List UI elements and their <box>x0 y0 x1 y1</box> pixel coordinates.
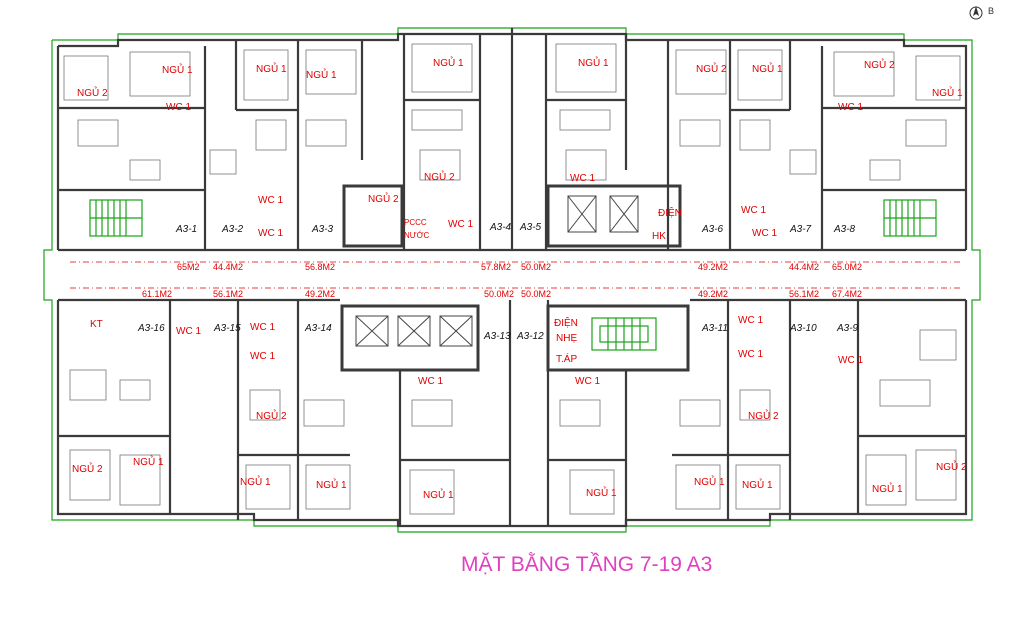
room-wc: WC 1 <box>575 376 600 387</box>
room-hk: HK <box>652 231 666 242</box>
unit-a3-5: A3-5 <box>519 222 542 233</box>
unit-a3-11: A3-11 <box>701 323 728 334</box>
plan-title: MẶT BẰNG TẦNG 7-19 A3 <box>461 553 713 576</box>
furniture <box>63 43 961 515</box>
area-a3-10: 56.1M2 <box>789 289 819 299</box>
room-bedroom-2: NGỦ 2 <box>72 462 103 475</box>
room-wc: WC 1 <box>570 173 595 184</box>
area-a3-3: 56.8M2 <box>305 262 335 272</box>
unit-a3-13: A3-13 <box>483 331 511 342</box>
unit-a3-3: A3-3 <box>311 224 334 235</box>
room-electrical: ĐIỆN <box>658 206 682 219</box>
room-labels-bottom: KT WC 1 WC 1 WC 1 NGỦ 2 WC 1 ĐIỆN NHẸ T.… <box>72 315 967 501</box>
core-shafts <box>340 184 690 372</box>
room-bedroom-2: NGỦ 2 <box>368 192 399 205</box>
area-a3-5: 50.0M2 <box>521 262 551 272</box>
room-kt: KT <box>90 319 103 330</box>
area-a3-12: 50.0M2 <box>521 289 551 299</box>
area-a3-15: 56.1M2 <box>213 289 243 299</box>
area-a3-14: 49.2M2 <box>305 289 335 299</box>
room-bedroom-1: NGỦ 1 <box>742 478 773 491</box>
room-bedroom-1: NGỦ 1 <box>578 56 609 69</box>
area-labels: 65M2 44.4M2 56.8M2 57.8M2 50.0M2 49.2M2 … <box>142 262 862 299</box>
walls <box>56 28 968 528</box>
area-a3-2: 44.4M2 <box>213 262 243 272</box>
room-wc: WC 1 <box>258 228 283 239</box>
unit-a3-8: A3-8 <box>833 224 856 235</box>
room-wc: WC 1 <box>176 326 201 337</box>
room-electrical-low: NHẸ <box>556 333 577 344</box>
room-bedroom-2: NGỦ 2 <box>424 170 455 183</box>
room-wc: WC 1 <box>258 195 283 206</box>
area-a3-8: 65.0M2 <box>832 262 862 272</box>
room-pressure: T.ÁP <box>556 352 577 365</box>
room-pccc: PCCC <box>404 218 427 227</box>
unit-a3-12: A3-12 <box>516 331 544 342</box>
room-labels-top: NGỦ 2 NGỦ 1 WC 1 NGỦ 1 NGỦ 1 WC 1 WC 1 N… <box>77 56 963 242</box>
area-a3-11: 49.2M2 <box>698 289 728 299</box>
unit-a3-4: A3-4 <box>489 222 512 233</box>
area-a3-13: 50.0M2 <box>484 289 514 299</box>
room-wc: WC 1 <box>738 315 763 326</box>
area-a3-1: 65M2 <box>177 262 200 272</box>
room-bedroom-1: NGỦ 1 <box>162 63 193 76</box>
room-wc: WC 1 <box>250 351 275 362</box>
room-bedroom-1: NGỦ 1 <box>872 482 903 495</box>
unit-a3-1: A3-1 <box>175 224 197 235</box>
area-a3-9: 67.4M2 <box>832 289 862 299</box>
room-bedroom-1: NGỦ 1 <box>256 62 287 75</box>
unit-a3-9: A3-9 <box>836 323 859 334</box>
room-wc: WC 1 <box>448 219 473 230</box>
room-bedroom-1: NGỦ 1 <box>433 56 464 69</box>
room-bedroom-2: NGỦ 2 <box>864 58 895 71</box>
area-a3-6: 49.2M2 <box>698 262 728 272</box>
room-wc: WC 1 <box>752 228 777 239</box>
unit-labels: A3-1 A3-2 A3-3 A3-4 A3-5 A3-6 A3-7 A3-8 … <box>137 222 859 342</box>
room-wc: WC 1 <box>418 376 443 387</box>
compass-icon: B <box>968 3 1008 23</box>
room-bedroom-1: NGỦ 1 <box>240 475 271 488</box>
elevator-cars <box>355 195 639 347</box>
room-bedroom-2: NGỦ 2 <box>696 62 727 75</box>
room-wc: WC 1 <box>166 102 191 113</box>
room-bedroom-1: NGỦ 1 <box>932 86 963 99</box>
room-bedroom-1: NGỦ 1 <box>586 486 617 499</box>
room-bedroom-2: NGỦ 2 <box>936 460 967 473</box>
area-a3-4: 57.8M2 <box>481 262 511 272</box>
area-a3-7: 44.4M2 <box>789 262 819 272</box>
unit-a3-7: A3-7 <box>789 224 812 235</box>
room-wc: WC 1 <box>838 355 863 366</box>
compass-label: B <box>988 6 994 16</box>
room-bedroom-1: NGỦ 1 <box>694 475 725 488</box>
room-bedroom-1: NGỦ 1 <box>316 478 347 491</box>
room-electrical-low: ĐIỆN <box>554 316 578 329</box>
room-bedroom-2: NGỦ 2 <box>256 409 287 422</box>
room-wc: WC 1 <box>838 102 863 113</box>
corridor-lines <box>70 261 960 289</box>
room-bedroom-2: NGỦ 2 <box>748 409 779 422</box>
unit-a3-14: A3-14 <box>304 323 332 334</box>
room-wc: WC 1 <box>741 205 766 216</box>
unit-a3-10: A3-10 <box>789 323 817 334</box>
room-bedroom-2: NGỦ 2 <box>77 86 108 99</box>
room-bedroom-1: NGỦ 1 <box>133 455 164 468</box>
room-water: NƯỚC <box>404 231 429 240</box>
room-bedroom-1: NGỦ 1 <box>423 488 454 501</box>
unit-a3-2: A3-2 <box>221 224 244 235</box>
room-bedroom-1: NGỦ 1 <box>752 62 783 75</box>
unit-a3-6: A3-6 <box>701 224 724 235</box>
unit-a3-15: A3-15 <box>213 323 241 334</box>
stairs <box>89 199 937 351</box>
building-outline <box>43 27 981 533</box>
room-wc: WC 1 <box>738 349 763 360</box>
room-bedroom-1: NGỦ 1 <box>306 68 337 81</box>
room-wc: WC 1 <box>250 322 275 333</box>
unit-a3-16: A3-16 <box>137 323 165 334</box>
area-a3-16: 61.1M2 <box>142 289 172 299</box>
